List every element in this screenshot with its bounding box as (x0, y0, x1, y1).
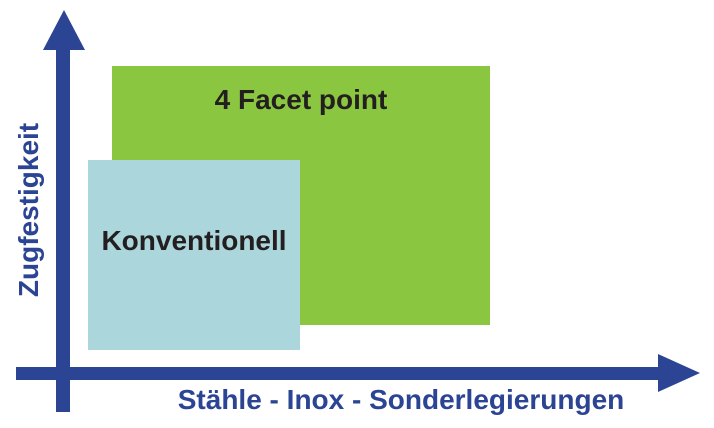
y-axis-line (56, 38, 70, 412)
x-axis-label: Stähle - Inox - Sonderlegierungen (177, 384, 625, 415)
conventional-region: Konventionell (88, 160, 300, 350)
y-axis-arrow-icon (43, 10, 85, 50)
conventional-region-label: Konventionell (101, 225, 287, 256)
x-axis-arrow-icon (658, 354, 700, 392)
y-axis-label: Zugfestigkeit (13, 122, 44, 298)
facet-point-region-label: 4 Facet point (214, 84, 388, 115)
x-axis-line (16, 367, 662, 380)
